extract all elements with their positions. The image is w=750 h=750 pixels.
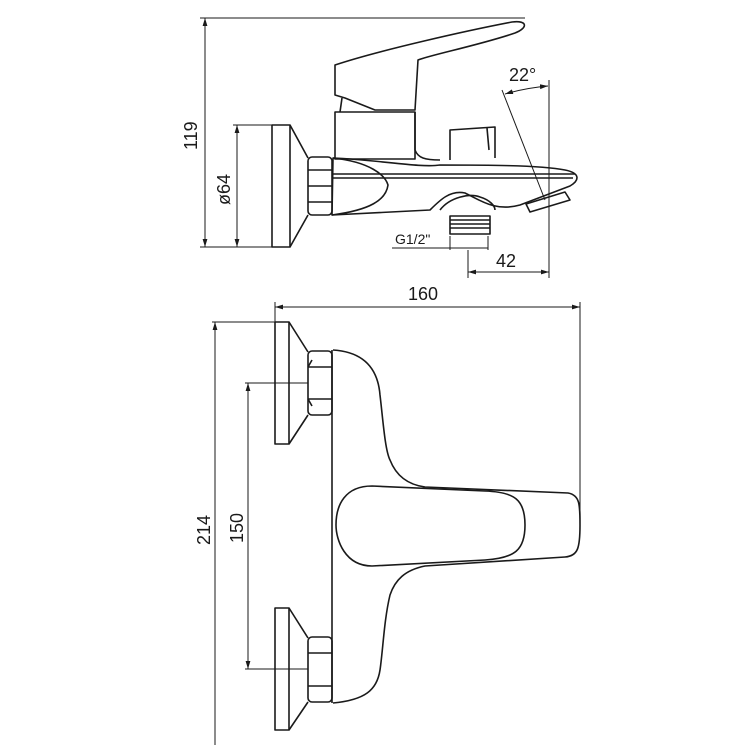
dimension-119: 119 — [181, 17, 525, 248]
front-view: 160 214 150 — [194, 284, 581, 745]
dimension-150-label: 150 — [227, 513, 247, 543]
mixer-body-front — [331, 349, 581, 704]
dimension-160-label: 160 — [408, 284, 438, 304]
dimension-42-label: 42 — [496, 251, 516, 271]
dimension-119-label: 119 — [181, 121, 201, 150]
lever-handle-side — [334, 20, 526, 113]
connection-nut-bottom — [307, 636, 333, 703]
dimension-214: 214 — [194, 321, 289, 745]
dimension-diameter-64: ø64 — [214, 124, 275, 247]
mixer-body-side — [331, 111, 578, 235]
dimension-214-label: 214 — [194, 515, 214, 545]
connection-nut-side — [307, 156, 333, 216]
dimension-diameter-64-label: ø64 — [214, 174, 234, 205]
dimension-150: 150 — [227, 382, 308, 670]
thread-size-dimension: G1/2" — [392, 231, 489, 250]
dimension-160: 160 — [274, 284, 581, 525]
dimension-22-degrees: 22° — [501, 65, 550, 278]
wall-plate-side — [271, 124, 309, 248]
wall-plate-bottom — [274, 607, 309, 731]
connection-nut-top — [307, 350, 333, 416]
side-view: 119 ø64 — [181, 17, 578, 278]
thread-size-label: G1/2" — [395, 231, 430, 247]
dimension-22-degrees-label: 22° — [509, 65, 536, 85]
dimension-42: 42 — [467, 250, 549, 278]
wall-plate-top — [274, 321, 309, 445]
